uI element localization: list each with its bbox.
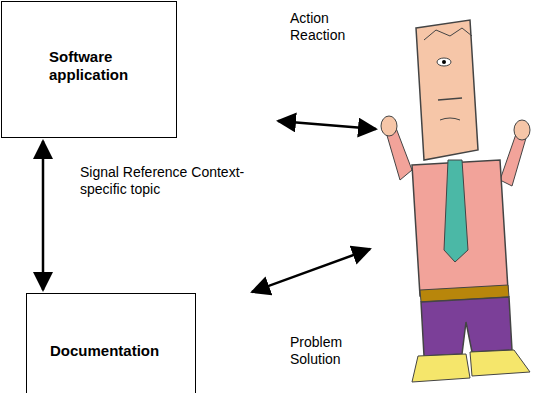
- action-arrow: [278, 121, 376, 129]
- arrow-label: Problem Solution: [290, 334, 365, 368]
- problem-arrow: [252, 249, 370, 292]
- connector: [42, 141, 45, 290]
- arrow-label: Action Reaction: [290, 10, 365, 44]
- process-box: Documentation: [26, 293, 196, 393]
- process-box: Software application: [1, 1, 177, 138]
- box-title: Software application: [49, 48, 159, 84]
- box-title: Documentation: [50, 342, 190, 360]
- person: [381, 20, 530, 382]
- connector-label: Signal Reference Context-specific topic: [80, 164, 245, 198]
